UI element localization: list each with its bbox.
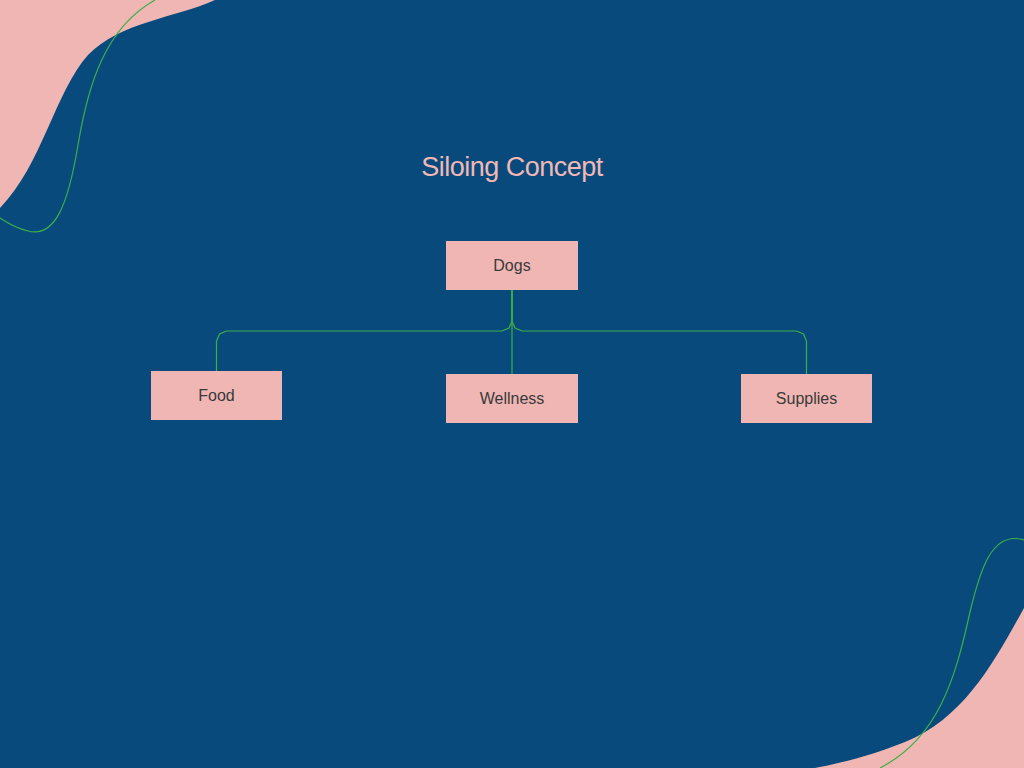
accent-curve — [0, 0, 155, 232]
box-label: Dogs — [493, 257, 530, 275]
box-label: Food — [198, 387, 234, 405]
category-box: Supplies — [741, 374, 872, 423]
accent-curve — [880, 538, 1024, 768]
box-label: Supplies — [776, 390, 837, 408]
tree-connector — [217, 290, 513, 371]
diagram-title: Siloing Concept — [0, 152, 1024, 183]
category-box: Food — [151, 371, 282, 420]
corner-blob — [0, 0, 215, 208]
box-label: Wellness — [480, 390, 545, 408]
category-box: Dogs — [446, 241, 578, 290]
corner-blob — [815, 608, 1024, 768]
category-box: Wellness — [446, 374, 578, 423]
tree-connector — [512, 290, 807, 374]
